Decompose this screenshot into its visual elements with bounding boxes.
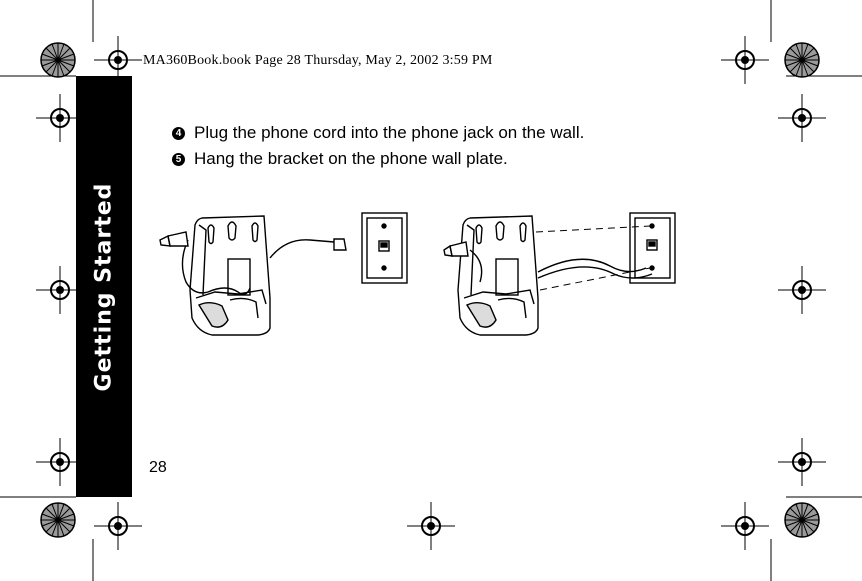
registration-mark	[35, 93, 85, 143]
wall-plate-illustration	[361, 212, 408, 284]
registration-mark	[777, 437, 827, 487]
registration-mark	[777, 93, 827, 143]
registration-mark	[35, 437, 85, 487]
registration-mark	[35, 265, 85, 315]
step-5: 5 Hang the bracket on the phone wall pla…	[172, 149, 508, 169]
starburst-mark-bottom-left	[40, 502, 76, 538]
alignment-guides	[535, 225, 651, 291]
wall-plate-illustration	[629, 212, 676, 284]
step-4-text: Plug the phone cord into the phone jack …	[194, 123, 585, 142]
registration-mark	[720, 501, 770, 551]
step-5-text: Hang the bracket on the phone wall plate…	[194, 149, 508, 168]
starburst-mark-top-right	[784, 42, 820, 78]
page-number: 28	[149, 459, 167, 476]
step-4-number: 4	[172, 126, 185, 140]
starburst-mark-top-left	[40, 42, 76, 78]
registration-mark	[720, 35, 770, 85]
registration-mark	[93, 501, 143, 551]
bracket-with-cord-illustration	[159, 215, 347, 336]
print-header: MA360Book.book Page 28 Thursday, May 2, …	[143, 53, 493, 68]
starburst-mark-bottom-right	[784, 502, 820, 538]
registration-mark	[93, 35, 143, 85]
step-4: 4 Plug the phone cord into the phone jac…	[172, 123, 584, 143]
registration-mark	[406, 501, 456, 551]
bracket-mounted-illustration	[443, 215, 653, 336]
section-tab: Getting Started	[76, 76, 132, 497]
registration-mark	[777, 265, 827, 315]
step-5-number: 5	[172, 152, 185, 166]
